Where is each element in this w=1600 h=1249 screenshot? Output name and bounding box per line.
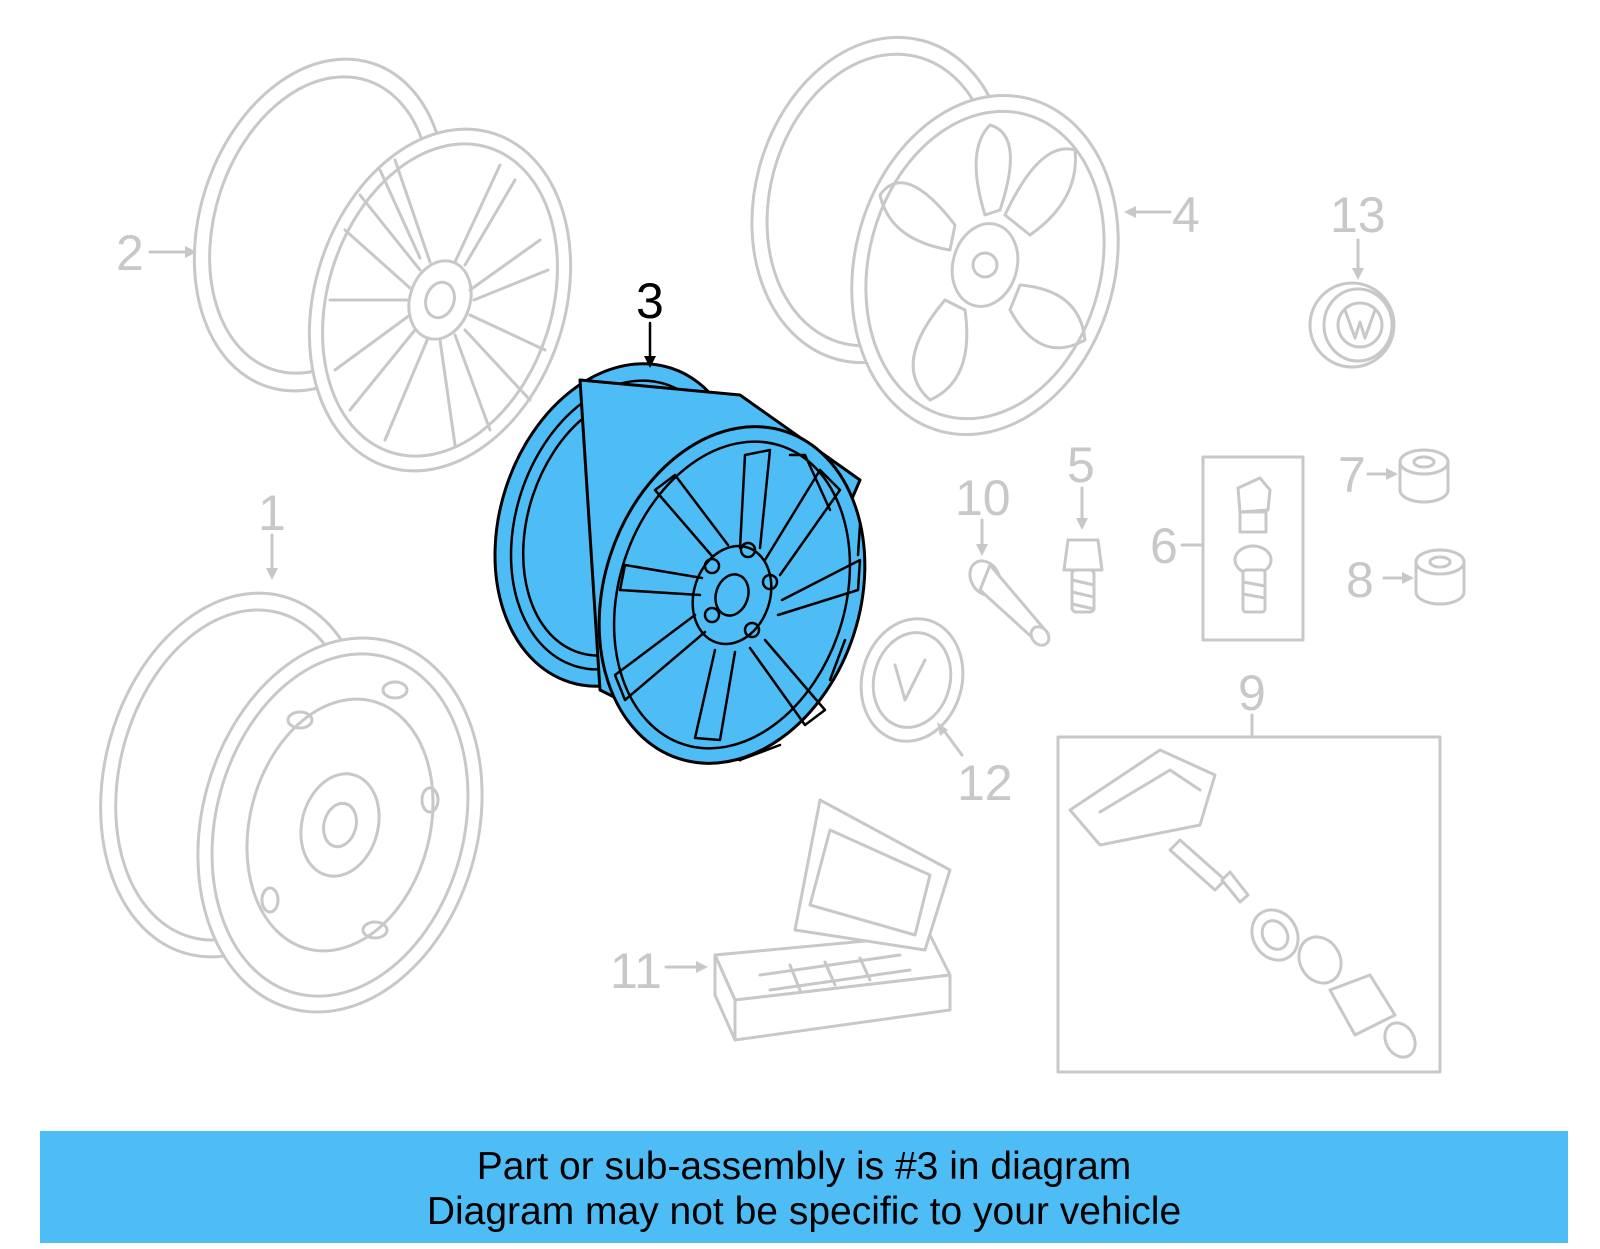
callout-10[interactable]: 10 xyxy=(955,470,1011,526)
callout-1[interactable]: 1 xyxy=(258,485,286,541)
callout-4-arrow xyxy=(1124,206,1172,218)
callout-13-arrow xyxy=(1352,238,1364,280)
wheel-3-highlighted-icon[interactable] xyxy=(455,331,907,798)
info-banner: Part or sub-assembly is #3 in diagram Di… xyxy=(40,1131,1568,1243)
callout-4[interactable]: 4 xyxy=(1172,187,1200,243)
callout-3-arrow xyxy=(644,321,656,368)
callout-7[interactable]: 7 xyxy=(1338,447,1366,503)
callout-12-arrow xyxy=(937,722,964,757)
bolt-cap-8-icon[interactable] xyxy=(1414,548,1466,606)
tpms-sensor-9-icon[interactable] xyxy=(1056,735,1442,1074)
callout-11-arrow xyxy=(664,961,708,973)
banner-line-2: Diagram may not be specific to your vehi… xyxy=(426,1190,1182,1233)
callout-3[interactable]: 3 xyxy=(636,273,664,329)
valve-stem-10-icon[interactable] xyxy=(964,555,1053,648)
callout-9[interactable]: 9 xyxy=(1238,665,1266,721)
tool-case-11-icon[interactable] xyxy=(713,798,952,1042)
callout-13[interactable]: 13 xyxy=(1330,187,1386,243)
wheel-4-icon[interactable] xyxy=(717,8,1156,465)
callout-12[interactable]: 12 xyxy=(957,755,1013,811)
wheel-1-icon[interactable] xyxy=(62,563,523,1045)
callout-8-arrow xyxy=(1382,572,1414,584)
hub-cap-12-icon[interactable] xyxy=(848,607,977,753)
lug-bolt-5-icon[interactable] xyxy=(1062,538,1104,614)
callout-5[interactable]: 5 xyxy=(1067,437,1095,493)
callout-7-arrow xyxy=(1366,468,1398,480)
bolt-cap-7-icon[interactable] xyxy=(1398,448,1450,504)
callout-10-arrow xyxy=(976,518,988,556)
banner-line-1: Part or sub-assembly is #3 in diagram xyxy=(476,1145,1132,1188)
callout-2[interactable]: 2 xyxy=(116,225,144,281)
callout-8[interactable]: 8 xyxy=(1346,552,1374,608)
callout-1-arrow xyxy=(266,533,278,580)
callout-6[interactable]: 6 xyxy=(1150,518,1178,574)
locking-bolt-set-6-icon[interactable] xyxy=(1201,455,1305,642)
callout-11[interactable]: 11 xyxy=(610,943,662,999)
center-cap-13-icon[interactable] xyxy=(1308,281,1396,369)
wheel-2-icon[interactable] xyxy=(153,26,613,505)
callout-5-arrow xyxy=(1076,486,1088,530)
callout-2-arrow xyxy=(148,246,197,258)
